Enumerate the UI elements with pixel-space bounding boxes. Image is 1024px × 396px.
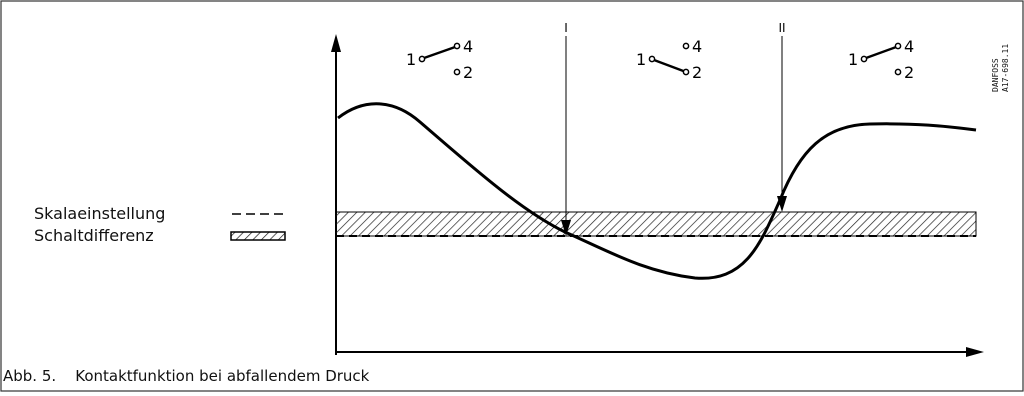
contact-switch-state-3: 1 4 2 bbox=[848, 37, 914, 82]
legend-hatch-swatch-icon bbox=[230, 231, 286, 241]
contact-switch-state-2: 1 4 2 bbox=[636, 37, 702, 82]
terminal-4-icon bbox=[894, 42, 902, 50]
switch-blade-icon bbox=[653, 58, 687, 74]
terminal-label-2: 2 bbox=[904, 63, 914, 82]
marker-arrow-i-icon bbox=[561, 220, 571, 236]
terminal-label-4: 4 bbox=[463, 37, 473, 56]
caption-text: Kontaktfunktion bei abfallendem Druck bbox=[75, 367, 370, 385]
x-axis-arrow-icon bbox=[966, 347, 984, 357]
terminal-2-icon bbox=[453, 68, 461, 76]
caption-number: Abb. 5. bbox=[3, 367, 57, 385]
terminal-label-4: 4 bbox=[692, 37, 702, 56]
differential-band bbox=[335, 211, 977, 237]
reference-code-line1: DANFOSS bbox=[991, 58, 1000, 92]
terminal-4-icon bbox=[682, 42, 690, 50]
terminal-label-1: 1 bbox=[848, 50, 858, 69]
legend-differential-label: Schaltdifferenz bbox=[34, 226, 154, 245]
switch-blade-icon bbox=[865, 44, 900, 60]
terminal-label-1: 1 bbox=[636, 50, 646, 69]
figure-caption: Abb. 5. Kontaktfunktion bei abfallendem … bbox=[3, 367, 369, 385]
y-axis-arrow-icon bbox=[331, 34, 341, 52]
terminal-4-icon bbox=[453, 42, 461, 50]
terminal-label-2: 2 bbox=[463, 63, 473, 82]
reference-code-line2: A17-698.11 bbox=[1001, 43, 1010, 92]
terminal-label-4: 4 bbox=[904, 37, 914, 56]
terminal-2-icon bbox=[894, 68, 902, 76]
marker-label-ii: II bbox=[778, 21, 785, 35]
marker-arrow-ii-icon bbox=[777, 196, 787, 212]
pressure-curve bbox=[337, 102, 977, 280]
legend-scale-setting-label: Skalaeinstellung bbox=[34, 204, 166, 223]
marker-label-i: I bbox=[564, 21, 568, 35]
terminal-2-icon bbox=[682, 68, 690, 76]
terminal-label-1: 1 bbox=[406, 50, 416, 69]
switch-blade-icon bbox=[423, 44, 459, 60]
terminal-label-2: 2 bbox=[692, 63, 702, 82]
contact-switch-state-1: 1 4 2 bbox=[406, 37, 473, 82]
